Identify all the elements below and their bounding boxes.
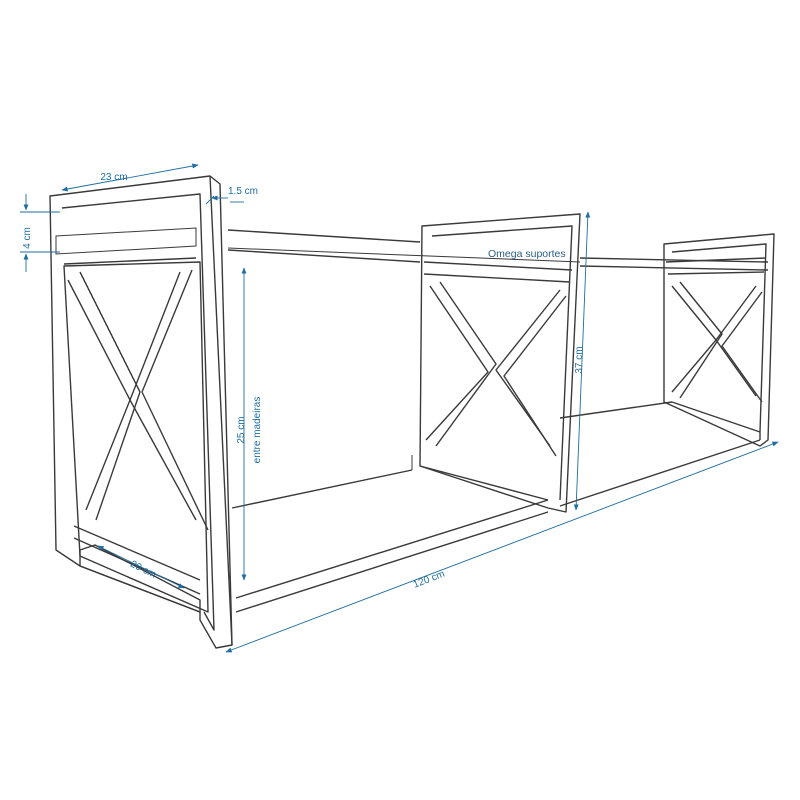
dimension-thickness: 1.5 cm — [205, 186, 258, 205]
right-frame — [663, 233, 775, 447]
left-frame — [49, 175, 233, 649]
total-height-label: 37 cm — [574, 346, 585, 373]
omega-callout: Omega suportes — [488, 248, 566, 260]
plank-height-label: 4 cm — [22, 227, 33, 249]
dimension-length: 120 cm — [225, 441, 779, 653]
dimension-shelf-gap: 25 cm entre madeiras — [236, 267, 263, 581]
shelf-gap-label: 25 cm — [236, 416, 247, 443]
dimension-depth-top: 23 cm — [61, 163, 199, 192]
dimension-total-height: 37 cm — [573, 211, 591, 511]
thickness-label: 1.5 cm — [228, 186, 258, 197]
length-label: 120 cm — [412, 569, 447, 591]
omega-label: Omega suportes — [488, 248, 566, 260]
shelf-gap-note: entre madeiras — [252, 397, 263, 464]
top-shelf-plank — [55, 227, 769, 271]
depth-top-label: 23 cm — [100, 172, 127, 183]
dimension-plank-height: 4 cm — [20, 194, 60, 272]
depth-bottom-label: 20 cm — [128, 559, 157, 581]
